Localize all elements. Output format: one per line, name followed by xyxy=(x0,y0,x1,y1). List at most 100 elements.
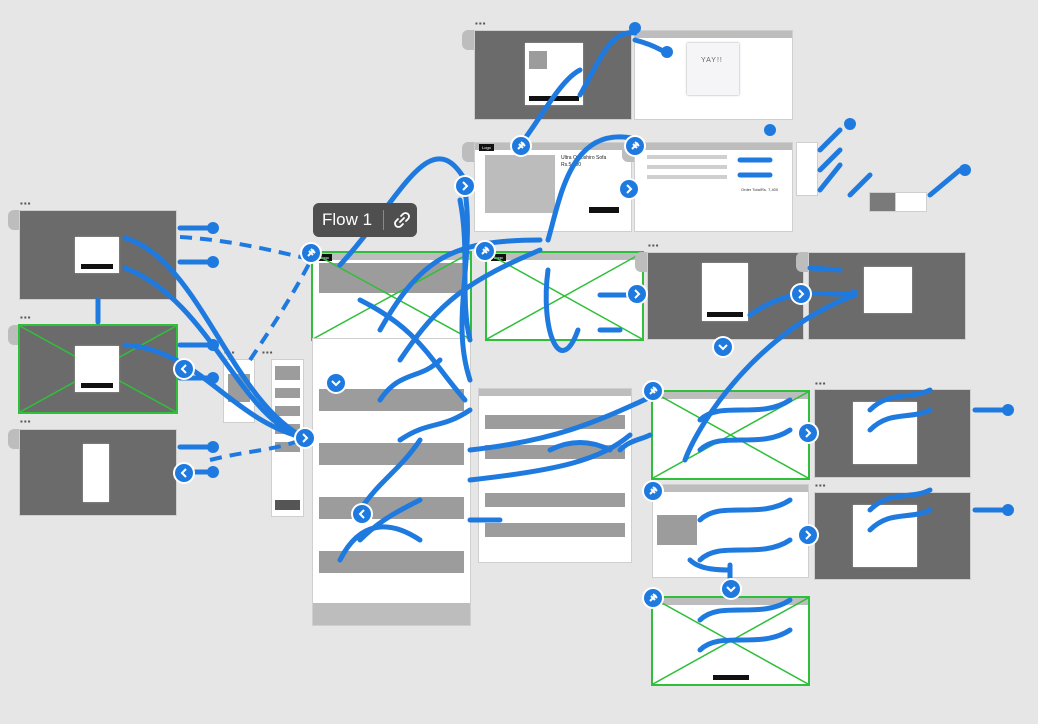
artboard-mini-options[interactable] xyxy=(797,143,817,195)
order-total-label: Order Total xyxy=(741,187,761,192)
artboard-tab[interactable] xyxy=(635,252,649,272)
cart-line xyxy=(647,165,727,169)
artboard-home-hero[interactable]: Logo xyxy=(313,253,470,339)
pin-icon[interactable] xyxy=(644,482,662,500)
artboard-confirmation[interactable]: YAY!! xyxy=(635,31,792,119)
artboard-checkout-modal[interactable] xyxy=(648,253,803,339)
chevron-left-icon[interactable] xyxy=(353,505,371,523)
logo: Logo xyxy=(491,254,506,261)
header-bar xyxy=(479,389,631,396)
mobile-block xyxy=(275,442,300,452)
footer xyxy=(313,603,470,625)
logo: Logo xyxy=(317,254,332,261)
artboard-left-2[interactable] xyxy=(20,326,176,412)
pin-icon[interactable] xyxy=(644,589,662,607)
pill-divider xyxy=(383,210,385,230)
product-thumb xyxy=(529,51,547,69)
header-bar xyxy=(313,253,470,260)
header-bar xyxy=(653,485,808,492)
artboard-menu-dots[interactable]: ▪▪▪ xyxy=(815,379,827,388)
artboard-tab[interactable] xyxy=(796,252,810,272)
selection-cross xyxy=(487,253,642,339)
header-bar xyxy=(653,598,808,605)
checkout-button xyxy=(707,312,743,317)
product-row xyxy=(319,389,464,411)
artboard-tab[interactable] xyxy=(8,210,22,230)
filter-panel xyxy=(853,402,917,464)
artboard-menu-dots[interactable]: ▪▪▪ xyxy=(262,348,274,357)
chevron-left-icon[interactable] xyxy=(175,360,193,378)
category-row xyxy=(485,493,625,507)
chevron-right-icon[interactable] xyxy=(799,424,817,442)
artboard-mini-image[interactable] xyxy=(870,193,896,211)
mobile-banner xyxy=(275,366,300,380)
product-image xyxy=(485,155,555,213)
chevron-left-icon[interactable] xyxy=(175,464,193,482)
chevron-down-icon[interactable] xyxy=(327,374,345,392)
variant-button xyxy=(713,675,749,680)
artboard-left-1[interactable] xyxy=(20,211,176,299)
category-row xyxy=(485,523,625,537)
artboard-tab[interactable] xyxy=(8,429,22,449)
chevron-right-icon[interactable] xyxy=(620,180,638,198)
checkout-card xyxy=(702,263,748,321)
modal-button xyxy=(81,264,113,269)
add-to-cart-button[interactable] xyxy=(589,207,619,213)
pin-icon[interactable] xyxy=(476,242,494,260)
artboard-menu-dots[interactable]: ▪▪▪ xyxy=(20,313,32,322)
modal-button xyxy=(81,383,113,388)
pin-icon[interactable] xyxy=(512,137,530,155)
chevron-down-icon[interactable] xyxy=(722,580,740,598)
header-bar xyxy=(487,253,642,260)
link-icon[interactable] xyxy=(392,210,412,230)
chevron-right-icon[interactable] xyxy=(628,285,646,303)
flow-label-pill[interactable]: Flow 1 xyxy=(313,203,417,237)
artboard-menu-dots[interactable]: ▪▪▪ xyxy=(20,417,32,426)
header-bar xyxy=(635,143,792,150)
order-total-value: Rs. 7,400 xyxy=(761,187,779,192)
artboard-tab[interactable] xyxy=(8,325,22,345)
artboard-product-popup[interactable] xyxy=(475,31,631,119)
product-row xyxy=(319,551,464,573)
logo: Logo xyxy=(479,144,494,151)
product-title: Ultra Omoshiro Sofa xyxy=(561,155,607,161)
artboard-product-variant-2[interactable] xyxy=(653,485,808,577)
header-bar xyxy=(635,31,792,38)
chevron-right-icon[interactable] xyxy=(792,285,810,303)
mobile-block xyxy=(275,388,300,398)
artboard-mini-form[interactable] xyxy=(896,193,926,211)
pin-icon[interactable] xyxy=(626,137,644,155)
modal-card xyxy=(75,237,119,273)
confirmation-card: YAY!! xyxy=(687,43,739,95)
modal-card xyxy=(75,346,119,392)
hero-image xyxy=(319,263,464,293)
mobile-footer xyxy=(275,500,300,510)
artboard-menu-dots[interactable]: ▪▪▪ xyxy=(20,199,32,208)
chevron-right-icon[interactable] xyxy=(799,526,817,544)
cart-line xyxy=(647,155,727,159)
artboard-left-3[interactable] xyxy=(20,430,176,515)
flow-name[interactable]: Flow 1 xyxy=(322,210,373,229)
pin-icon[interactable] xyxy=(302,244,320,262)
artboard-product-detail[interactable]: Logo Ultra Omoshiro Sofa Rs.5,800 xyxy=(475,143,631,231)
artboard-tab[interactable] xyxy=(462,142,476,162)
artboard-right-filter-1[interactable] xyxy=(815,390,970,477)
confirmation-message: YAY!! xyxy=(701,57,723,64)
header-bar xyxy=(475,143,631,150)
chevron-right-icon[interactable] xyxy=(456,177,474,195)
menu-panel xyxy=(83,444,109,502)
product-row xyxy=(319,443,464,465)
chevron-down-icon[interactable] xyxy=(714,338,732,356)
pin-icon[interactable] xyxy=(644,382,662,400)
artboard-menu-dots[interactable]: ▪▪▪ xyxy=(815,481,827,490)
artboard-menu-dots[interactable]: ▪▪▪ xyxy=(648,241,660,250)
header-bar xyxy=(653,392,808,399)
cart-line xyxy=(647,175,727,179)
artboard-tab[interactable] xyxy=(462,30,476,50)
mobile-block xyxy=(275,406,300,416)
chevron-right-icon[interactable] xyxy=(296,429,314,447)
artboard-menu-dots[interactable]: ▪▪▪ xyxy=(475,19,487,28)
success-card xyxy=(864,267,912,313)
